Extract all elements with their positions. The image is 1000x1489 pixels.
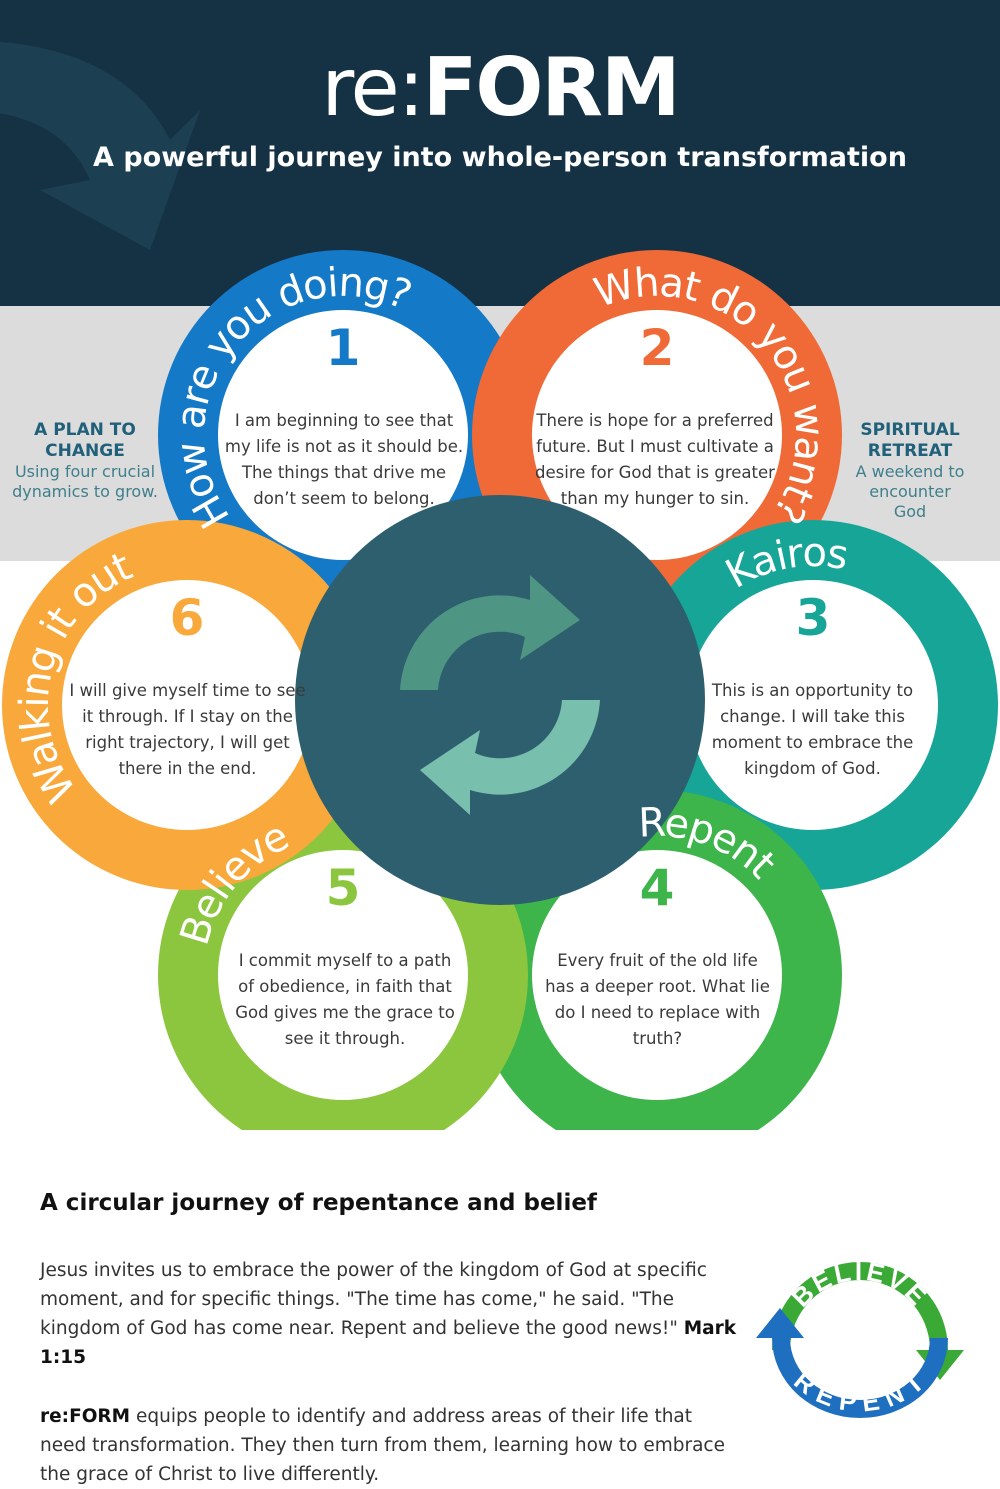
right-note-heading: SPIRITUAL RETREAT [860,420,960,461]
step-5-text: I commit myself to a path of obedience, … [235,951,455,1048]
left-note: A PLAN TO CHANGE Using four crucial dyna… [0,420,170,502]
repent-arrow-icon [756,1308,948,1418]
scripture-reference: Mark 1:15 [40,1318,737,1368]
step-2-text: There is hope for a preferred future. Bu… [535,411,775,508]
logo-prefix: re: [321,41,424,134]
section-title: A circular journey of repentance and bel… [40,1190,597,1216]
step-5-number: 5 [326,859,361,917]
intro-text: Jesus invites us to embrace the power of… [40,1260,707,1339]
step-3-number: 3 [796,589,831,647]
step-1-text: I am beginning to see that my life is no… [224,411,464,508]
step-4-text: Every fruit of the old life has a deeper… [545,951,770,1048]
step-1-inner-circle [218,310,468,560]
believe-repent-badge: BELIEVE REPENT [756,1256,964,1418]
reform-text: equips people to identify and address ar… [40,1406,725,1485]
center-circle [295,495,705,905]
reform-brand: re:FORM [40,1406,131,1427]
step-3-inner-circle [688,580,938,830]
step-4-inner-circle [532,850,782,1100]
intro-paragraph: Jesus invites us to embrace the power of… [40,1256,740,1372]
step-1-number: 1 [326,319,361,377]
header-banner [0,0,1000,306]
arrow-watermark-icon [0,41,200,250]
step-5-inner-circle [218,850,468,1100]
step-6-text: I will give myself time to see it throug… [69,681,306,778]
left-note-heading: A PLAN TO CHANGE [34,420,136,461]
step-6-number: 6 [170,589,205,647]
logo: re:FORM [0,38,1000,138]
reform-paragraph: re:FORM equips people to identify and ad… [40,1402,740,1489]
right-note: SPIRITUAL RETREAT A weekend to encounter… [825,420,995,522]
step-3-text: This is an opportunity to change. I will… [711,681,914,778]
logo-brand: FORM [422,41,681,134]
step-2-number: 2 [640,319,675,377]
left-note-text: Using four crucial dynamics to grow. [12,462,158,501]
step-4-number: 4 [640,859,675,917]
right-note-text: A weekend to encounter God [855,462,965,521]
believe-arrow-icon [772,1262,964,1380]
cycle-arrows-icon [400,575,600,815]
step-6-inner-circle [62,580,312,830]
step-2-inner-circle [532,310,782,560]
page-subtitle: A powerful journey into whole-person tra… [93,142,907,173]
